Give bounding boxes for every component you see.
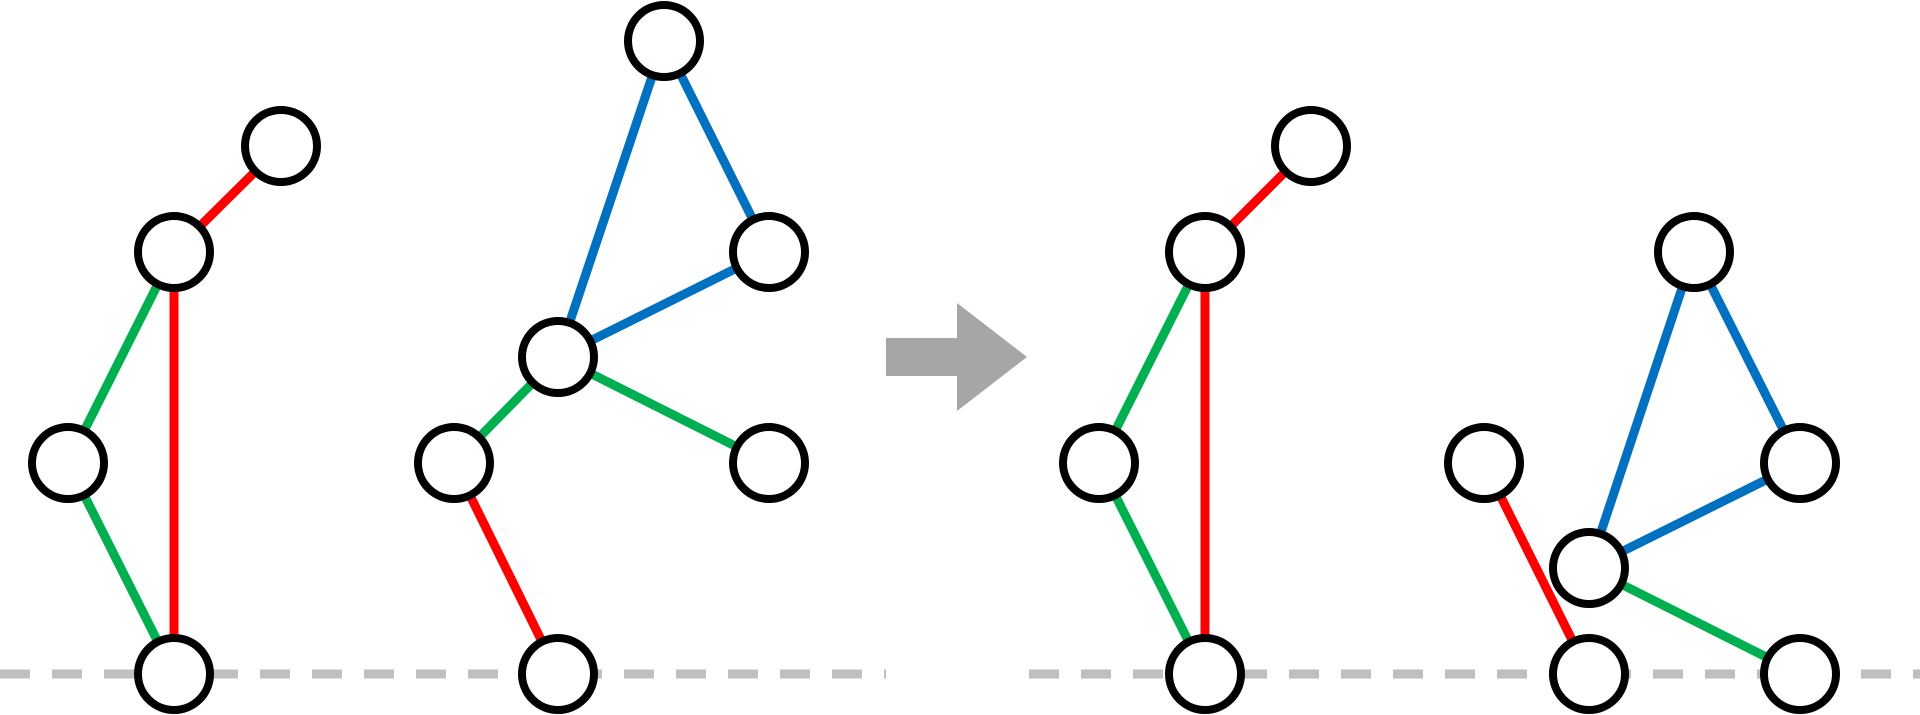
edge-after-E-G <box>1584 250 1699 570</box>
node-before-J <box>518 634 598 714</box>
node-after-J <box>1549 634 1629 714</box>
node-after-F <box>1760 423 1840 503</box>
right-arrow-icon <box>886 303 1027 411</box>
node-after-B <box>1165 212 1245 292</box>
node-before-E <box>624 1 704 81</box>
node-after-C <box>1059 423 1139 503</box>
node-after-A <box>1271 106 1351 186</box>
node-before-F <box>729 212 809 292</box>
node-after-G <box>1549 528 1629 608</box>
node-before-G <box>518 317 598 397</box>
node-after-E <box>1654 212 1734 292</box>
node-before-B <box>134 212 214 292</box>
node-before-A <box>241 106 321 186</box>
edge-before-E-G <box>553 39 669 359</box>
node-before-I <box>729 423 809 503</box>
node-before-C <box>28 423 108 503</box>
node-after-I <box>1760 634 1840 714</box>
transform-arrow <box>886 303 1027 411</box>
node-before-H <box>414 423 494 503</box>
node-before-D <box>134 634 214 714</box>
node-after-H <box>1444 423 1524 503</box>
nodes-layer <box>28 1 1840 714</box>
node-after-D <box>1165 634 1245 714</box>
